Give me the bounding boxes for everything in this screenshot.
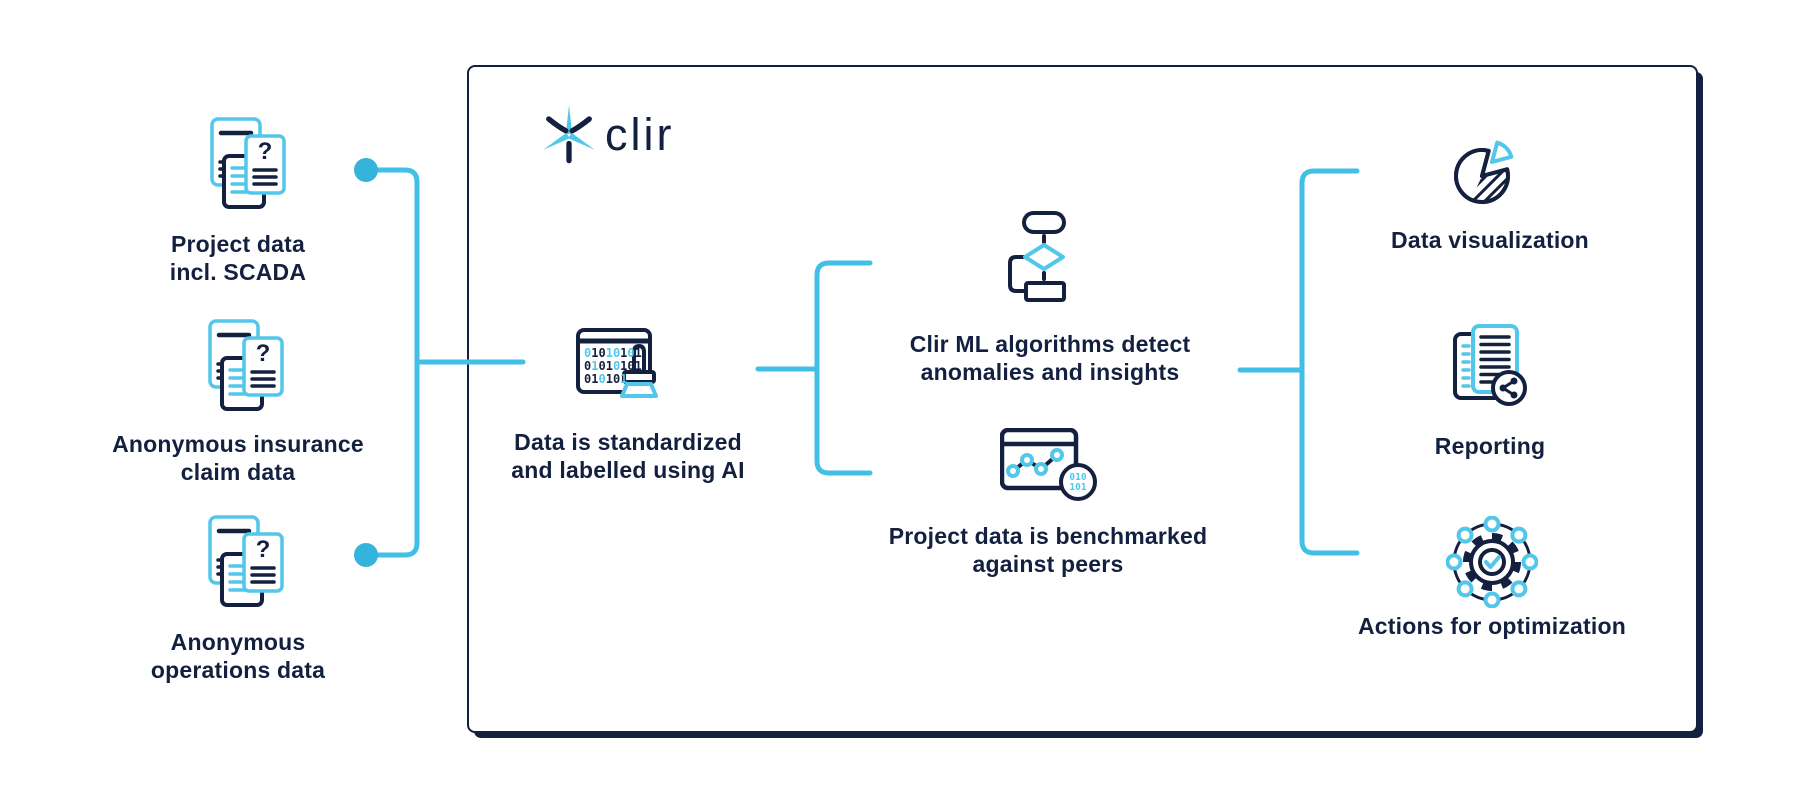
input-operations-data-label: Anonymous operations data <box>150 629 326 684</box>
connector-dot <box>354 158 378 182</box>
output-reporting <box>1453 324 1529 413</box>
left-bracket-line <box>369 167 420 558</box>
question-mark: ? <box>258 138 273 165</box>
connector-dot <box>354 543 378 567</box>
stacked-documents-icon: ? <box>208 515 284 607</box>
binary-badge-row1: 010 <box>1069 472 1086 483</box>
stacked-documents-icon: ? <box>208 319 284 411</box>
benchmark-step: 010 101 <box>999 427 1098 509</box>
question-mark: ? <box>256 340 271 367</box>
stacked-documents-icon: ? <box>210 117 286 209</box>
logo-wordmark: clir <box>605 109 675 160</box>
output-actions-label: Actions for optimization <box>1357 613 1626 639</box>
output-actions <box>1445 515 1539 613</box>
output-reporting-label: Reporting <box>1434 433 1546 459</box>
standardize-label: Data is standardized and labelled using … <box>511 429 745 484</box>
input-project-data-label: Project data incl. SCADA <box>169 231 307 286</box>
input-insurance-data: ? <box>194 318 284 417</box>
gear-network-icon <box>1445 515 1539 609</box>
question-mark: ? <box>256 536 271 563</box>
browser-line-chart-icon: 010 101 <box>999 427 1097 501</box>
clir-logo: clir <box>543 103 674 167</box>
ml-step <box>1006 210 1072 309</box>
report-share-icon <box>1453 324 1527 406</box>
binary-window-brush-icon <box>576 328 658 398</box>
flowchart-icon <box>1008 211 1066 302</box>
input-insurance-data-label: Anonymous insurance claim data <box>112 431 364 486</box>
ml-label: Clir ML algorithms detect anomalies and … <box>909 331 1191 386</box>
output-visualization-label: Data visualization <box>1391 227 1589 253</box>
input-project-data: ? <box>196 116 286 215</box>
wind-turbine-star-icon <box>543 105 595 164</box>
input-operations-data: ? <box>194 514 284 613</box>
pie-chart-icon <box>1454 140 1514 204</box>
benchmark-label: Project data is benchmarked against peer… <box>888 523 1208 578</box>
output-visualization <box>1450 138 1526 213</box>
binary-badge-row2: 101 <box>1069 482 1086 493</box>
